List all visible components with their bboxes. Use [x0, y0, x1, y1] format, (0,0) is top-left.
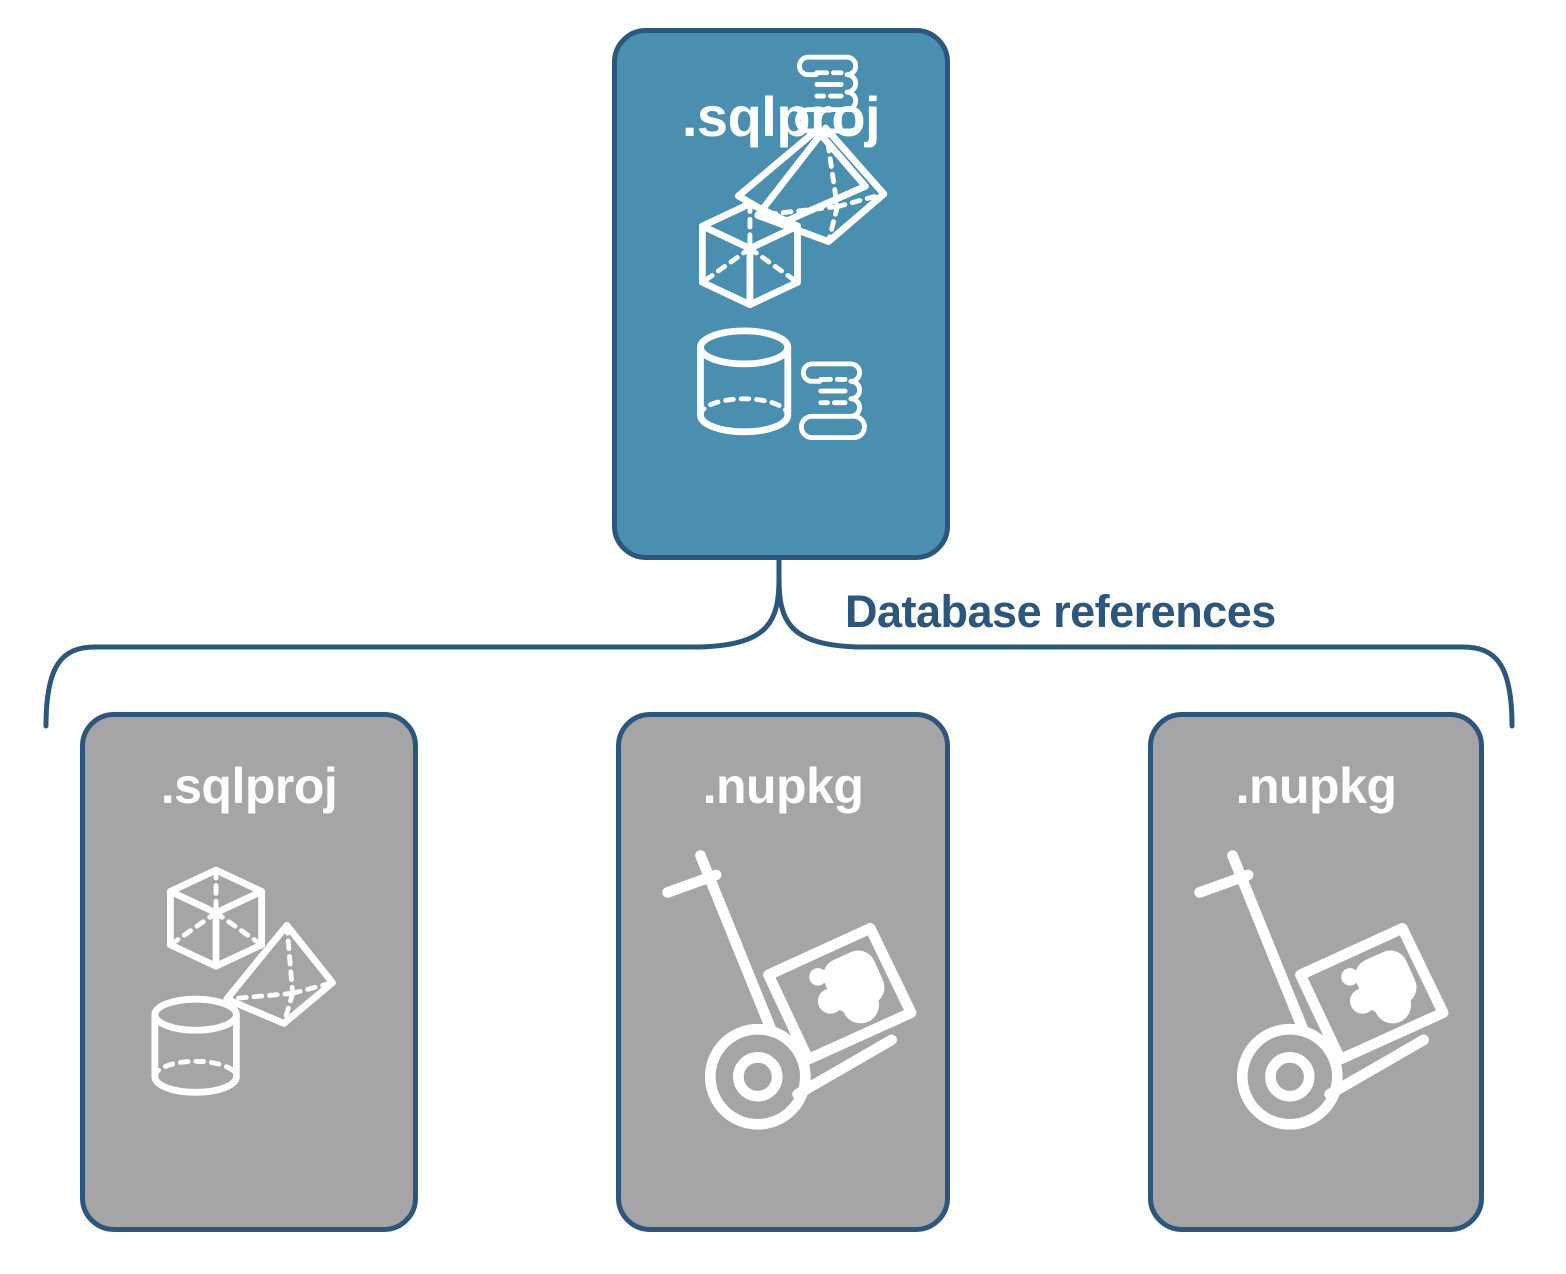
reference-node-nupkg-1[interactable]: .nupkg	[616, 712, 950, 1232]
scroll-icon	[798, 361, 867, 441]
reference-node-sqlproj[interactable]: .sqlproj	[80, 712, 418, 1232]
cylinder-icon	[151, 995, 240, 1096]
brace-label-database-references: Database references	[845, 586, 1276, 637]
nuget-package-glyph	[809, 950, 885, 1024]
root-node-label: .sqlproj	[681, 85, 881, 148]
pyramid-icon	[223, 922, 336, 1027]
hand-truck-package-icon	[662, 850, 917, 1130]
cube-icon	[167, 866, 266, 970]
cube-icon	[699, 200, 801, 309]
cylinder-icon	[697, 327, 792, 436]
reference-node-label: .sqlproj	[160, 758, 338, 814]
reference-node-nupkg-2[interactable]: .nupkg	[1148, 712, 1484, 1232]
root-node-sqlproj[interactable]: .sqlproj	[612, 28, 950, 560]
hand-truck-package-icon	[1194, 850, 1449, 1130]
reference-node-label: .nupkg	[702, 758, 864, 814]
reference-node-label: .nupkg	[1235, 758, 1397, 814]
nuget-package-glyph	[1341, 950, 1417, 1024]
